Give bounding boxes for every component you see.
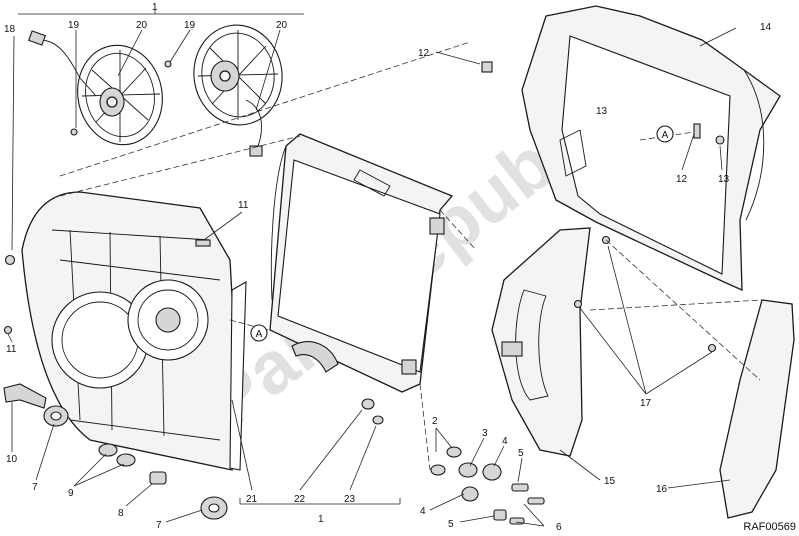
callout-labels: 1 1 2 3 4 4 5 5 6 7 7 8 9 10 11 11 12 12… <box>4 2 772 533</box>
callout-23: 23 <box>344 494 356 505</box>
callout-12a: 12 <box>418 48 430 59</box>
fan-shroud <box>21 191 247 471</box>
callout-19b: 19 <box>184 20 196 31</box>
callout-4a: 4 <box>502 436 508 447</box>
callout-22: 22 <box>294 494 306 505</box>
screw-19-right <box>164 60 172 68</box>
grommet-7b <box>200 496 228 520</box>
callout-1-bottom: 1 <box>318 514 324 525</box>
ref-marker-a-left-label: A <box>256 329 263 340</box>
mount-10 <box>3 383 47 409</box>
washer-4 <box>430 464 446 476</box>
gear-grommet-3b <box>482 463 502 481</box>
clip-13-right <box>715 135 725 145</box>
callout-9: 9 <box>68 488 74 499</box>
side-panel-16 <box>719 299 795 519</box>
washer-2 <box>446 446 462 458</box>
gear-grommet-3c <box>461 486 479 502</box>
callout-17: 17 <box>640 398 652 409</box>
callout-13a: 13 <box>596 106 608 117</box>
callout-8: 8 <box>118 508 124 519</box>
fastener-17c <box>707 343 717 353</box>
callout-1-top: 1 <box>152 2 158 13</box>
callout-10: 10 <box>6 454 18 465</box>
callout-21: 21 <box>246 494 258 505</box>
callout-12b: 12 <box>676 174 688 185</box>
clip-12-top <box>481 61 493 73</box>
callout-19a: 19 <box>68 20 80 31</box>
ref-marker-a-right: A <box>656 125 674 143</box>
callout-4b: 4 <box>420 506 426 517</box>
spacer-8 <box>149 471 167 485</box>
right-upper-cover <box>521 5 781 292</box>
grommet-7a <box>43 405 69 427</box>
callout-3: 3 <box>482 428 488 439</box>
group-bracket-top <box>18 8 304 15</box>
ref-marker-a-left: A <box>250 324 268 342</box>
leader-lines <box>7 27 737 527</box>
callout-13b: 13 <box>718 174 730 185</box>
screw-5a <box>511 483 529 492</box>
fan-right <box>193 24 283 157</box>
screw-23 <box>372 415 384 425</box>
clip-12-right <box>693 123 701 139</box>
callout-20a: 20 <box>136 20 148 31</box>
callout-6: 6 <box>556 522 562 533</box>
side-panel-15 <box>491 227 591 457</box>
screw-11-left <box>3 325 13 335</box>
fan-left <box>39 39 163 146</box>
connector-plug <box>28 30 46 46</box>
callout-16: 16 <box>656 484 668 495</box>
callout-20b: 20 <box>276 20 288 31</box>
screw-5b <box>493 509 507 521</box>
ref-marker-a-right-label: A <box>662 130 669 141</box>
callout-5b: 5 <box>448 519 454 530</box>
screw-11-mid <box>195 239 211 247</box>
screw-6a <box>527 497 545 505</box>
gear-grommet-3a <box>458 462 478 478</box>
screw-19-left <box>70 128 78 136</box>
callout-2: 2 <box>432 416 438 427</box>
group-bracket-bottom <box>239 498 401 505</box>
washer-9a <box>98 443 118 457</box>
radiator <box>269 133 454 393</box>
washer-9b <box>116 453 136 467</box>
clip-22 <box>361 398 375 410</box>
callout-7b: 7 <box>156 520 162 531</box>
callout-11b: 11 <box>6 344 17 355</box>
screw-bolt-18 <box>4 254 16 266</box>
callout-14: 14 <box>760 22 772 33</box>
callout-11a: 11 <box>238 200 249 211</box>
callout-7a: 7 <box>32 482 38 493</box>
callout-18: 18 <box>4 24 16 35</box>
fastener-17b <box>573 299 583 309</box>
callout-15: 15 <box>604 476 616 487</box>
callout-5a: 5 <box>518 448 524 459</box>
drawing-code: RAF00569 <box>743 521 796 533</box>
